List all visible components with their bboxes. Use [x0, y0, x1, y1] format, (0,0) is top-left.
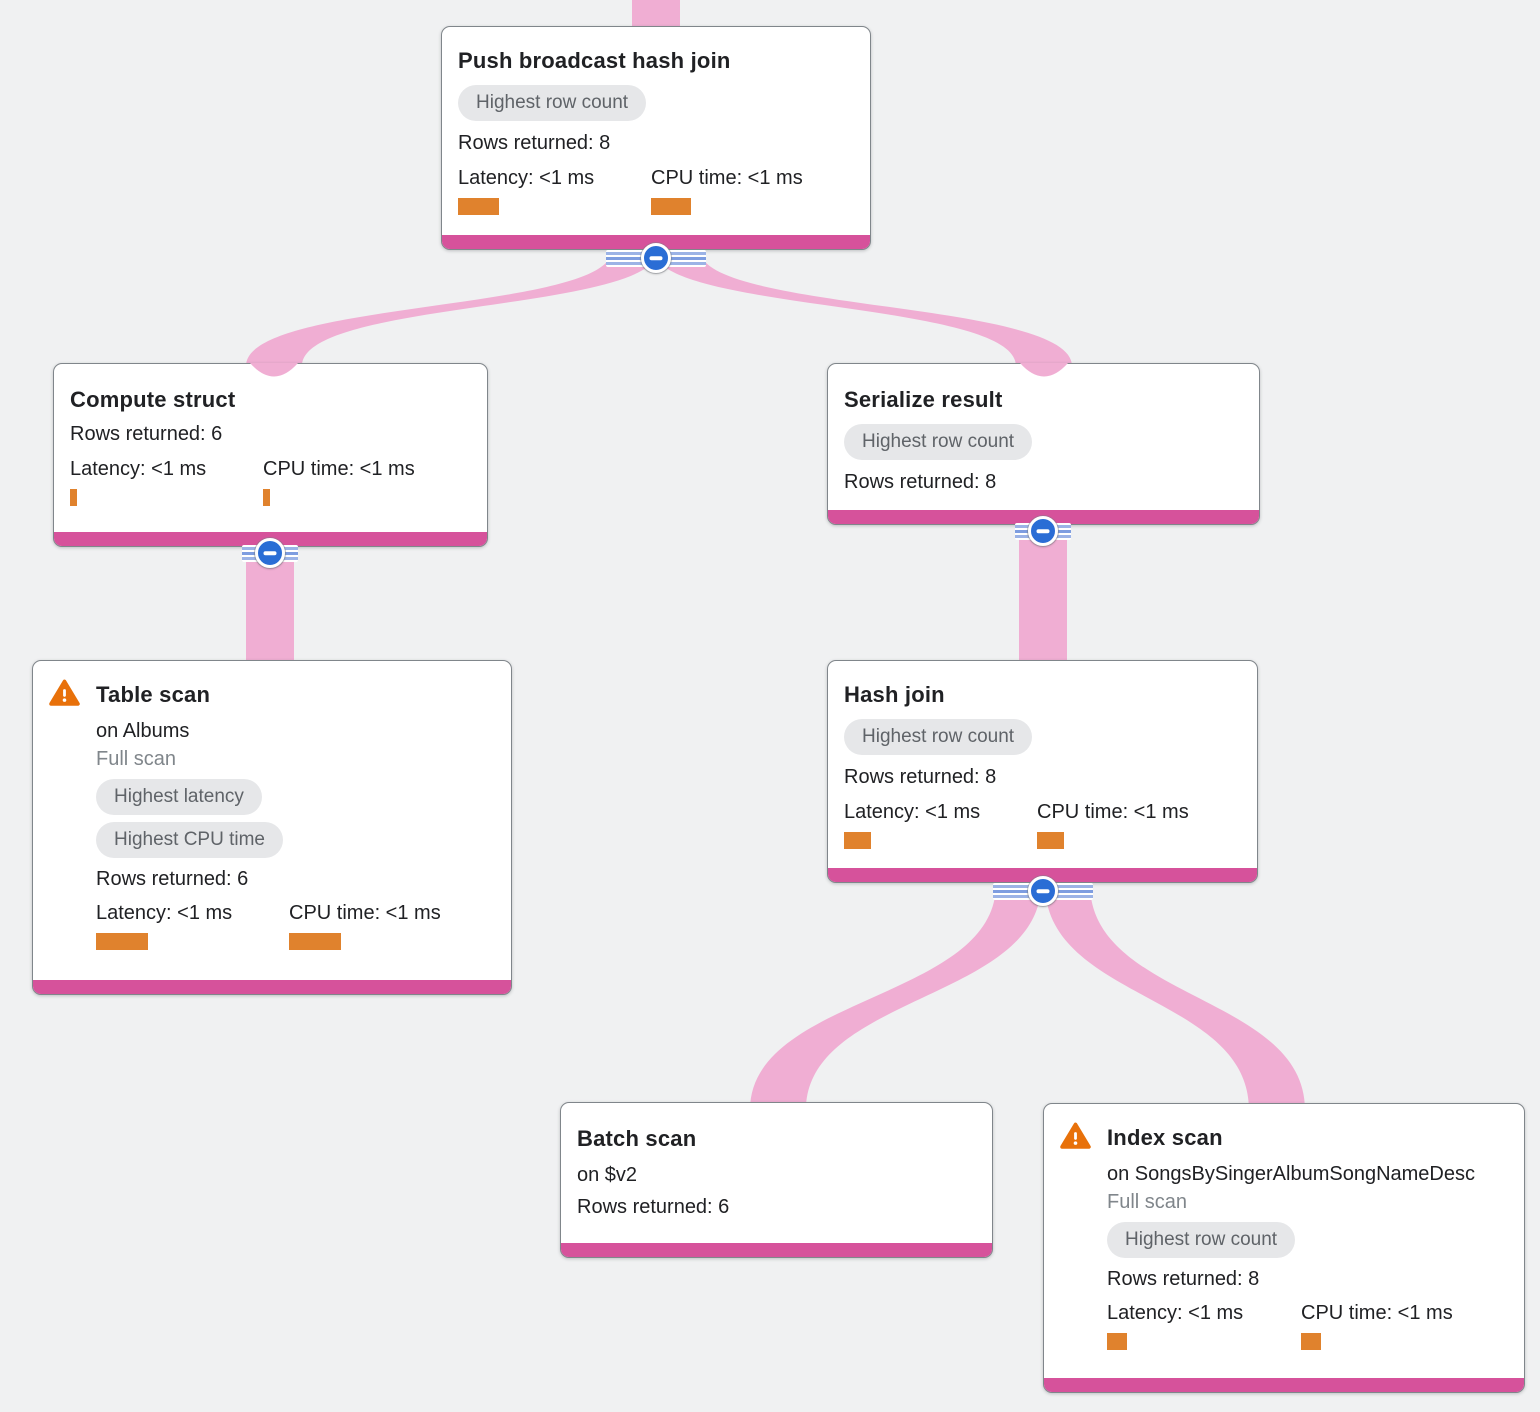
node-target: on SongsBySingerAlbumSongNameDesc — [1107, 1163, 1475, 1185]
rows-returned: Rows returned: 6 — [70, 423, 223, 445]
collapse-button-push-broadcast-hash-join[interactable] — [641, 243, 671, 273]
latency-label: Latency: <1 ms — [844, 801, 981, 823]
latency-bar — [1107, 1333, 1127, 1350]
node-card-hash-join[interactable]: Hash join Highest row count Rows returne… — [827, 660, 1258, 883]
node-card-compute-struct[interactable]: Compute struct Rows returned: 6 Latency:… — [53, 363, 488, 547]
node-title: Table scan — [96, 682, 211, 707]
scan-type: Full scan — [96, 748, 177, 770]
edge-root-to-serialize-result — [654, 250, 1072, 366]
cpu-time-bar — [651, 198, 691, 215]
collapse-button-hash-join[interactable] — [1028, 876, 1058, 906]
node-accent-bar — [828, 868, 1257, 882]
edge-hash-join-to-batch-scan — [750, 884, 1041, 1110]
badge-highest-cpu-time: Highest CPU time — [96, 822, 283, 858]
warning-icon — [1060, 1122, 1091, 1149]
cpu-time-bar — [289, 933, 341, 950]
node-accent-bar — [1044, 1378, 1524, 1392]
rows-returned: Rows returned: 8 — [844, 471, 997, 493]
node-title: Index scan — [1107, 1125, 1223, 1150]
node-card-push-broadcast-hash-join[interactable]: Push broadcast hash join Highest row cou… — [441, 26, 871, 250]
badge-highest-latency: Highest latency — [96, 779, 262, 815]
badge-highest-row-count: Highest row count — [844, 424, 1033, 460]
rows-returned: Rows returned: 8 — [1107, 1268, 1260, 1290]
latency-bar — [70, 489, 77, 506]
node-target: on Albums — [96, 720, 190, 742]
cpu-time-label: CPU time: <1 ms — [263, 458, 415, 480]
edge-hash-join-to-index-scan — [1045, 884, 1305, 1110]
edge-serialize-result-to-hash-join — [1019, 526, 1067, 672]
node-title: Hash join — [844, 682, 945, 707]
latency-bar — [844, 832, 871, 849]
badge-highest-row-count: Highest row count — [1107, 1222, 1296, 1258]
latency-bar — [96, 933, 148, 950]
latency-label: Latency: <1 ms — [96, 902, 233, 924]
cpu-time-bar — [1037, 832, 1064, 849]
badge-highest-row-count: Highest row count — [458, 85, 647, 121]
cpu-time-label: CPU time: <1 ms — [1301, 1302, 1453, 1324]
rows-returned: Rows returned: 8 — [458, 132, 611, 154]
node-card-serialize-result[interactable]: Serialize result Highest row count Rows … — [827, 363, 1260, 525]
collapse-button-compute-struct[interactable] — [255, 538, 285, 568]
badge-highest-row-count: Highest row count — [844, 719, 1033, 755]
latency-label: Latency: <1 ms — [1107, 1302, 1244, 1324]
node-target: on $v2 — [577, 1164, 638, 1186]
node-title: Serialize result — [844, 387, 1003, 412]
node-accent-bar — [561, 1243, 992, 1257]
rows-returned: Rows returned: 6 — [96, 868, 249, 890]
node-accent-bar — [442, 235, 870, 249]
node-title: Batch scan — [577, 1126, 697, 1151]
node-card-table-scan[interactable]: Table scan on Albums Full scan Highest l… — [32, 660, 512, 995]
latency-label: Latency: <1 ms — [458, 167, 595, 189]
node-accent-bar — [33, 980, 511, 994]
node-title: Compute struct — [70, 387, 236, 412]
node-card-index-scan[interactable]: Index scan on SongsBySingerAlbumSongName… — [1043, 1103, 1525, 1393]
edge-compute-struct-to-table-scan — [246, 548, 294, 672]
cpu-time-label: CPU time: <1 ms — [1037, 801, 1189, 823]
cpu-time-bar — [1301, 1333, 1321, 1350]
warning-icon — [49, 679, 80, 706]
node-title: Push broadcast hash join — [458, 48, 731, 73]
collapse-button-serialize-result[interactable] — [1028, 516, 1058, 546]
rows-returned: Rows returned: 8 — [844, 766, 997, 788]
edge-incoming-top — [632, 0, 680, 34]
cpu-time-label: CPU time: <1 ms — [651, 167, 803, 189]
edge-root-to-compute-struct — [246, 250, 658, 366]
cpu-time-label: CPU time: <1 ms — [289, 902, 441, 924]
node-card-batch-scan[interactable]: Batch scan on $v2 Rows returned: 6 — [560, 1102, 993, 1258]
latency-label: Latency: <1 ms — [70, 458, 207, 480]
rows-returned: Rows returned: 6 — [577, 1196, 730, 1218]
cpu-time-bar — [263, 489, 270, 506]
latency-bar — [458, 198, 499, 215]
scan-type: Full scan — [1107, 1191, 1188, 1213]
